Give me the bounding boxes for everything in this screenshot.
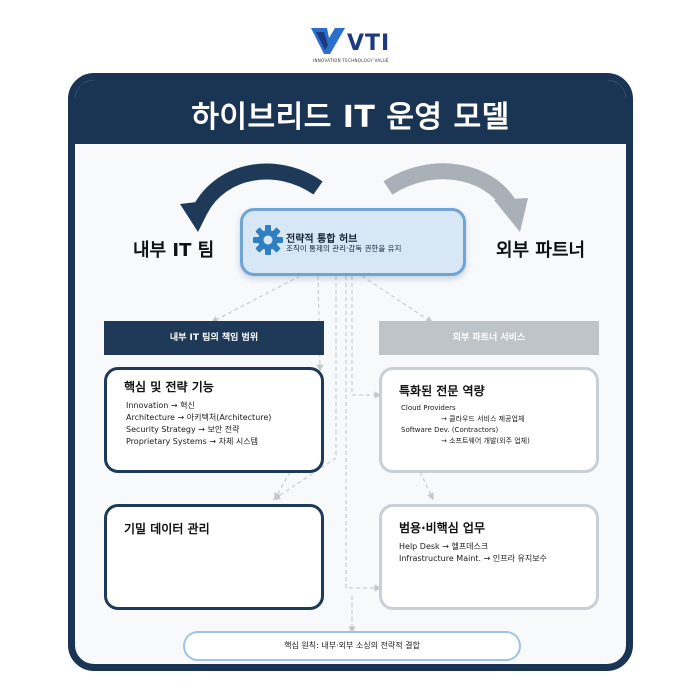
list-item: Cloud Providers [401,404,456,412]
core-functions-box [104,367,324,473]
curved-arrow-right-icon [383,163,528,232]
curved-arrow-left-icon [180,163,323,232]
logo-tagline: INNOVATION TECHNOLOGY VALUE [313,58,389,63]
hub-title: 전략적 통합 허브 [286,234,358,245]
diagram-title: 하이브리드 IT 운영 모델 [191,100,510,135]
list-item: Innovation → 혁신 [126,401,195,410]
list-item: → 소프트웨어 개발(외주 업체) [441,437,530,445]
list-item: Proprietary Systems → 자체 시스템 [126,437,258,446]
external-services-header: 외부 파트너 서비스 [379,321,599,355]
general-tasks-box [379,504,599,610]
connector-core-data [274,471,291,501]
connector-special-general [419,471,434,501]
list-item: → 클라우드 서비스 제공업체 [441,415,525,423]
general-tasks-title: 범용·비핵심 업무 [399,521,486,535]
external-partner-label: 외부 파트너 [496,240,586,261]
hub-subtitle: 조직이 통제의 관리·감독 권한을 유지 [286,244,402,253]
confidential-data-box [104,504,324,610]
title-banner [75,80,626,144]
core-functions-list: Innovation → 혁신 Architecture → 아키텍처(Arch… [126,400,271,448]
list-item: Software Dev. (Contractors) [401,426,499,434]
list-item: Security Strategy → 보안 전략 [126,425,240,434]
specialized-expertise-list: Cloud Providers → 클라우드 서비스 제공업체 Software… [401,403,530,447]
connector-hub-core2 [316,275,324,372]
principle-footer [183,631,521,661]
general-tasks-list: Help Desk → 헬프데스크 Infrastructure Maint. … [399,541,547,565]
connector-hub-special2 [361,275,434,323]
specialized-expertise-box [379,367,599,473]
logo-text: VTI [347,31,391,56]
list-item: Infrastructure Maint. → 인프라 유지보수 [399,554,547,563]
connector-hub-general [345,276,382,592]
confidential-data-title: 기밀 데이터 관리 [124,522,210,536]
principle-text: 핵심 원칙: 내부·외부 소싱의 전략적 결합 [284,641,420,650]
gear-icon [253,225,283,255]
connector-hub-special [351,276,382,399]
list-item: Help Desk → 헬프데스크 [399,542,489,551]
connector-hub-data [273,276,337,500]
list-item: Architecture → 아키텍처(Architecture) [126,413,272,422]
internal-scope-header: 내부 IT 팀의 책임 범위 [104,321,324,355]
vti-logo [311,28,345,54]
core-functions-title: 핵심 및 전략 기능 [124,380,214,394]
internal-team-label: 내부 IT 팀 [133,240,215,261]
connector-hub-core [210,275,301,323]
specialized-expertise-title: 특화된 전문 역량 [399,384,485,398]
